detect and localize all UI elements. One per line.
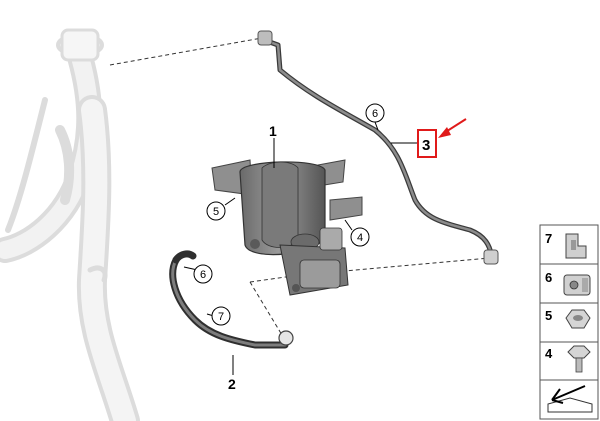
- legend-item-6: 6: [545, 270, 591, 296]
- svg-text:7: 7: [545, 231, 552, 246]
- callout-part-1: 1: [269, 123, 277, 139]
- svg-text:6: 6: [372, 108, 378, 120]
- svg-text:5: 5: [213, 206, 219, 218]
- nut-icon: [565, 309, 591, 329]
- bubble-6-upper: 6: [365, 103, 385, 123]
- svg-text:6: 6: [545, 270, 552, 285]
- svg-text:4: 4: [545, 346, 553, 361]
- callout-part-2: 2: [228, 376, 236, 392]
- legend-item-7: 7: [545, 231, 587, 259]
- filler-neck-ghost: [0, 28, 140, 421]
- red-arrow-icon: [438, 118, 467, 138]
- hose-part-2: [169, 250, 294, 349]
- legend-item-4: 4: [545, 345, 591, 373]
- vent-line-part-3: [257, 30, 499, 265]
- carbon-canister: [211, 159, 363, 296]
- parts-legend: 7 6 5 4: [539, 224, 599, 420]
- highlight-box: [417, 129, 437, 158]
- bubble-5-left: 5: [206, 201, 226, 221]
- bubble-7-lower: 7: [211, 306, 231, 326]
- legend-item-5: 5: [545, 308, 591, 329]
- bubble-4-right: 4: [350, 227, 370, 247]
- svg-text:6: 6: [200, 269, 206, 281]
- svg-text:7: 7: [218, 311, 224, 323]
- bubble-6-lower: 6: [193, 264, 213, 284]
- bolt-icon: [567, 345, 591, 373]
- callout-part-3: 3: [422, 137, 430, 154]
- bracket-icon: [563, 274, 591, 296]
- svg-text:4: 4: [357, 232, 363, 244]
- clip-icon: [565, 233, 587, 259]
- arrow-direction-icon: [547, 385, 593, 413]
- svg-text:5: 5: [545, 308, 552, 323]
